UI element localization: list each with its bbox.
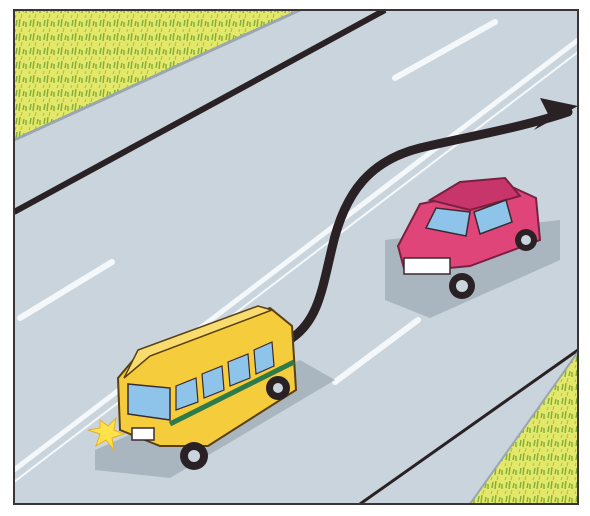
overtaking-illustration: [0, 0, 590, 516]
